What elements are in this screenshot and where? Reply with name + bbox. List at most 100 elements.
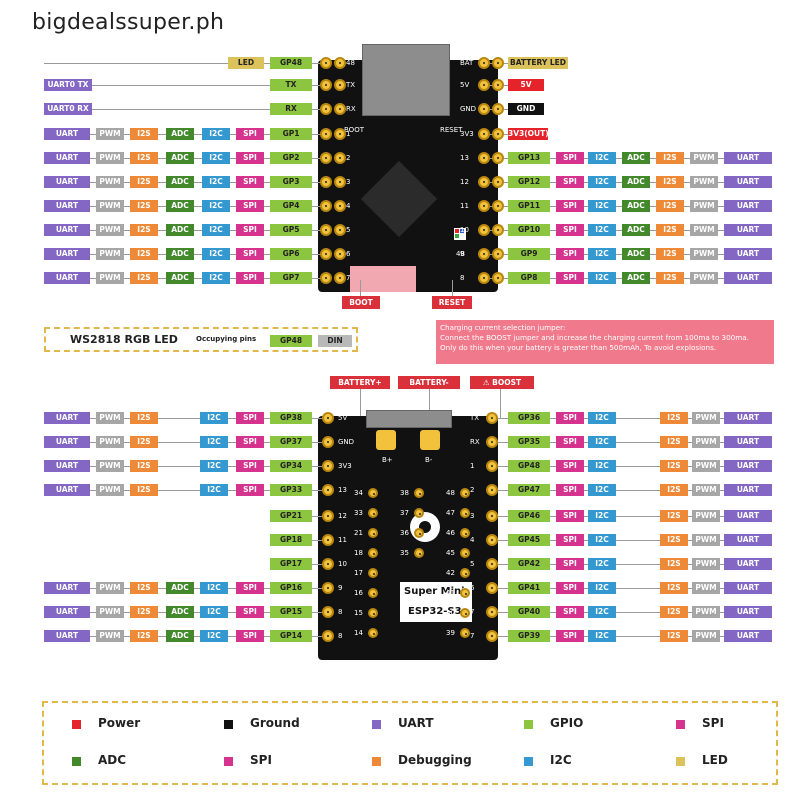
board1-right-pin-pad (492, 176, 504, 188)
board2-right-pin-pad (486, 558, 498, 570)
board1-right-func-tag: SPI (556, 224, 584, 236)
board2-right-pin-label: GP39 (508, 630, 550, 642)
board2-left-pin-pad (322, 460, 334, 472)
board1-left-pin-pad (334, 200, 346, 212)
board2-inner-pin-number: 35 (400, 549, 409, 557)
board2-right-func-tag: SPI (556, 460, 584, 472)
board1-right-pin-number: 5V (460, 81, 470, 89)
board2-left-func-tag: I2C (200, 484, 228, 496)
board1-left-func-tag: PWM (96, 248, 124, 260)
board1-left-func-tag: ADC (166, 152, 194, 164)
board2-left-pin-label: GP16 (270, 582, 312, 594)
board1-right-pin-label: GP13 (508, 152, 550, 164)
board2-inner-pin-pad (414, 528, 424, 538)
board2-right-func-tag: UART (724, 630, 772, 642)
board1-left-func-tag: PWM (96, 272, 124, 284)
board1-right-func-tag: SPI (556, 272, 584, 284)
board1-right-func-tag: UART (724, 176, 772, 188)
board1-right-pin-pad (478, 152, 490, 164)
board1-right-func-tag: I2C (588, 248, 616, 260)
board2-right-func-tag: I2C (588, 534, 616, 546)
legend-label: ADC (98, 753, 127, 767)
boot-button-label: BOOT (342, 296, 380, 309)
board2-left-func-tag: I2C (200, 412, 228, 424)
board2-left-pin-label: GP18 (270, 534, 312, 546)
rgb-led-icon (454, 228, 466, 240)
board2-left-func-tag: I2C (200, 460, 228, 472)
board2-left-func-tag: SPI (236, 412, 264, 424)
board2-right-pin-pad (486, 510, 498, 522)
legend-label: Ground (250, 716, 300, 730)
board1-left-pin-label: RX (270, 103, 312, 115)
board1-left-func-tag: UART (44, 152, 90, 164)
board2-right-line (488, 588, 772, 589)
board1-right-pin-pad (492, 128, 504, 140)
board1-left-pin-number: TX (346, 81, 356, 89)
board2-right-pin-label: GP46 (508, 510, 550, 522)
board2-inner-pin-number: 16 (354, 589, 363, 597)
board1-left-func-tag: I2C (202, 272, 230, 284)
board1-left-func-tag: I2C (202, 224, 230, 236)
board2-left-line (44, 490, 328, 491)
legend-label: I2C (550, 753, 572, 767)
board2-inner-pin-pad (460, 568, 470, 578)
board2-right-line (488, 540, 772, 541)
board1-left-pin-pad (334, 248, 346, 260)
power-5v-tag: 5V (508, 79, 544, 91)
board2-right-silk: 4 (470, 536, 475, 544)
board1-right-pin-number: 8 (460, 274, 465, 282)
board1-left-func-tag: SPI (236, 176, 264, 188)
board2-right-line (488, 442, 772, 443)
legend-label: LED (702, 753, 728, 767)
board2-right-silk: 6 (470, 584, 475, 592)
board1-right-func-tag: UART (724, 152, 772, 164)
board2-right-pin-pad (486, 606, 498, 618)
board2-left-func-tag: I2S (130, 582, 158, 594)
board1-left-pin-label: GP5 (270, 224, 312, 236)
board2-inner-pin-number: 21 (354, 529, 363, 537)
board2-right-silk: 3 (470, 512, 475, 520)
board2-left-pin-pad (322, 412, 334, 424)
board1-right-pin-pad (478, 224, 490, 236)
board2-right-func-tag: SPI (556, 582, 584, 594)
board1-left-pin-pad (320, 248, 332, 260)
board1-left-func-tag: PWM (96, 152, 124, 164)
legend-swatch (72, 720, 81, 729)
ws2818-occupying: Occupying pins (196, 335, 257, 343)
board1-right-pin-pad (478, 128, 490, 140)
board1-left-pin-pad (334, 152, 346, 164)
board2-left-func-tag: SPI (236, 484, 264, 496)
board2-right-func-tag: I2S (660, 460, 688, 472)
reset-leader (452, 280, 453, 296)
board2-right-func-tag: PWM (692, 582, 720, 594)
board1-left-func-tag: ADC (166, 176, 194, 188)
board2-right-line (488, 466, 772, 467)
board2-left-func-tag: SPI (236, 460, 264, 472)
board2-inner-pin-number: 17 (354, 569, 363, 577)
board2-right-silk: TX (470, 414, 480, 422)
board2-right-silk: 7 (470, 608, 475, 616)
board2-inner-pin-pad (460, 528, 470, 538)
board1-left-func-tag: ADC (166, 272, 194, 284)
board2-inner-pin-number: 48 (446, 489, 455, 497)
board2-right-func-tag: I2C (588, 630, 616, 642)
board1-right-pin-pad (492, 224, 504, 236)
board1-right-pin-pad (492, 248, 504, 260)
board1-uart0-tag: UART0 TX (44, 79, 92, 91)
board2-left-func-tag: I2S (130, 630, 158, 642)
board2-left-silk: 8 (338, 608, 343, 616)
bminus-silk: B- (425, 456, 433, 464)
board1-reset-silk: RESET (440, 126, 463, 134)
board2-left-line (44, 418, 328, 419)
board2-right-func-tag: I2S (660, 606, 688, 618)
board1-left-func-tag: PWM (96, 200, 124, 212)
board1-right-pin-label: GP8 (508, 272, 550, 284)
board2-right-func-tag: I2C (588, 436, 616, 448)
board1-right-pin-number: 9 (460, 250, 465, 258)
board2-right-func-tag: SPI (556, 484, 584, 496)
board2-left-silk: 8 (338, 632, 343, 640)
board1-left-pin-pad (320, 224, 332, 236)
board2-name-line2: ESP32-S3 (408, 606, 462, 617)
board1-left-pin-pad (334, 128, 346, 140)
